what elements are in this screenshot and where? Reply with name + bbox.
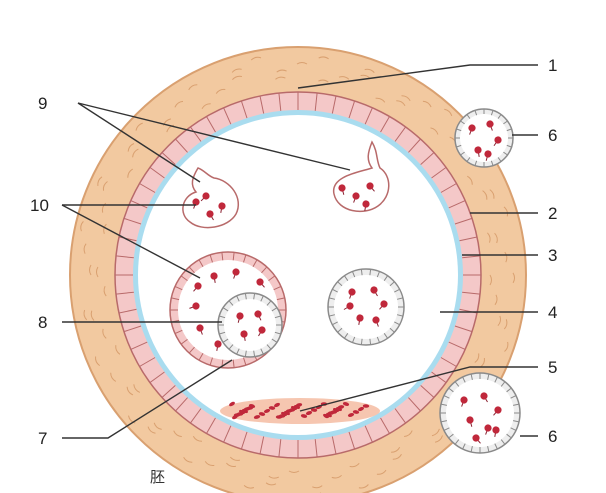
label-4: 4 — [548, 303, 557, 322]
label-8: 8 — [38, 313, 47, 332]
bottom-character: 胚 — [150, 469, 165, 486]
capsule-border-mark — [370, 339, 371, 345]
label-2: 2 — [548, 204, 557, 223]
label-3: 3 — [548, 246, 557, 265]
label-1: 1 — [548, 56, 557, 75]
label-5: 5 — [548, 358, 557, 377]
brood-capsule-inner — [224, 299, 276, 351]
label-9: 9 — [38, 94, 47, 113]
label-6-lower: 6 — [548, 427, 557, 446]
label-10: 10 — [30, 196, 49, 215]
external-capsule-lower-inner — [446, 379, 514, 447]
label-7: 7 — [38, 429, 47, 448]
label-6-upper: 6 — [548, 126, 557, 145]
capsule-border-mark — [361, 269, 362, 275]
capsule-border-mark — [370, 269, 371, 275]
free-capsule-inner — [334, 275, 398, 339]
capsule-border-mark — [361, 339, 362, 345]
cell-mass-dot — [279, 414, 285, 418]
